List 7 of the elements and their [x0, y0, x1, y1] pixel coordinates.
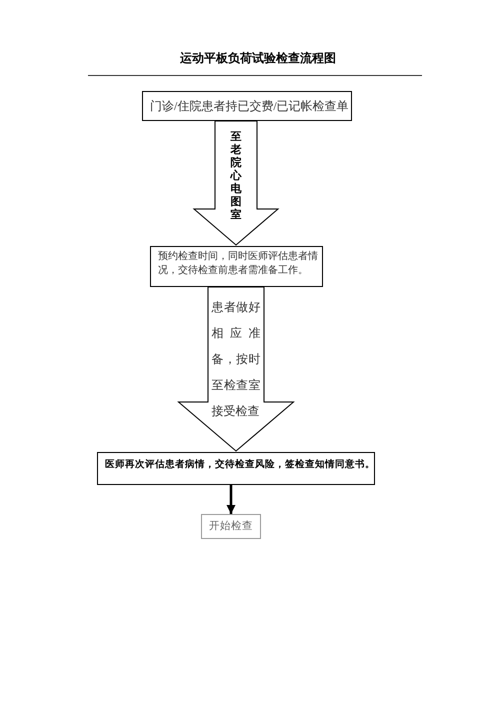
process-box: 预约检查时间，同时医师评估患者情况，交待检查前患者需准备工作。 — [150, 246, 323, 287]
arrow — [226, 485, 236, 514]
process-box: 医师再次评估患者病情，交待检查风险，签检查知情同意书。 — [97, 452, 375, 485]
edge-label: 至老院心电图室 — [230, 130, 242, 222]
process-box: 门诊/住院患者持已交费/已记帐检查单 — [142, 91, 352, 121]
process-box: 开始检查 — [201, 514, 261, 539]
title: 运动平板负荷试验检查流程图 — [180, 51, 336, 66]
